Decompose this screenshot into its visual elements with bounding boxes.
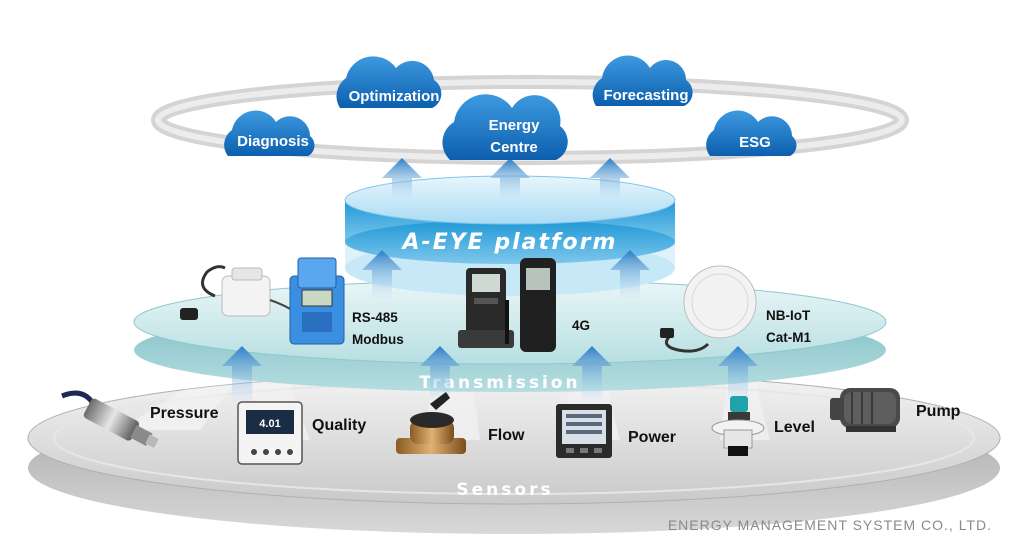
nbiot-label-2: Cat-M1 bbox=[766, 330, 811, 345]
arrow-icon bbox=[718, 346, 758, 400]
pump-label: Pump bbox=[916, 403, 961, 420]
arrow-icon bbox=[490, 158, 530, 200]
platform-title: A-EYE platform bbox=[401, 230, 618, 255]
cloud-optimization-label: Optimization bbox=[349, 88, 440, 105]
arrow-icon bbox=[420, 346, 460, 400]
cloud-diagnosis-label: Diagnosis bbox=[237, 133, 309, 150]
cloud-esg-label: ESG bbox=[739, 134, 771, 151]
sensors-tier-label: Sensors bbox=[456, 480, 553, 500]
cloud-energy-centre: Energy Centre bbox=[442, 94, 568, 160]
transmission-tier-label: Transmission bbox=[419, 373, 580, 393]
cloud-icon bbox=[592, 55, 693, 106]
flow-label: Flow bbox=[488, 427, 525, 444]
company-footer: ENERGY MANAGEMENT SYSTEM CO., LTD. bbox=[667, 517, 992, 533]
level-sensor-icon bbox=[711, 396, 765, 456]
cellular-device-icon bbox=[458, 258, 556, 352]
quality-display-value: 4.01 bbox=[259, 418, 280, 430]
upward-arrows bbox=[222, 158, 758, 400]
rs485-label-1: RS-485 bbox=[352, 310, 398, 325]
rs485-label-2: Modbus bbox=[352, 332, 404, 347]
rs485-device-icon bbox=[180, 257, 345, 345]
cloud-forecasting-label: Forecasting bbox=[603, 87, 688, 104]
cloud-esg: ESG bbox=[706, 110, 797, 156]
cloud-optimization: Optimization bbox=[336, 56, 442, 108]
nbiot-device-icon bbox=[660, 265, 757, 353]
cloud-energy-centre-label-1: Energy bbox=[489, 117, 541, 134]
cloud-icon bbox=[442, 94, 568, 160]
cloud-icon bbox=[706, 110, 797, 156]
arrow-icon bbox=[610, 250, 650, 298]
pressure-label: Pressure bbox=[150, 405, 219, 422]
cloud-icon bbox=[336, 56, 442, 108]
arrow-icon bbox=[362, 250, 402, 298]
arrow-icon bbox=[222, 346, 262, 400]
arrow-icon bbox=[382, 158, 422, 200]
pump-icon bbox=[830, 388, 900, 432]
nbiot-label-1: NB-IoT bbox=[766, 308, 811, 323]
cloud-energy-centre-label-2: Centre bbox=[490, 139, 538, 156]
quality-label: Quality bbox=[312, 417, 366, 434]
power-meter-icon bbox=[556, 404, 612, 458]
flow-meter-icon bbox=[396, 392, 466, 454]
cloud-icon bbox=[224, 110, 315, 156]
arrow-icon bbox=[590, 158, 630, 200]
arrow-icon bbox=[572, 346, 612, 400]
quality-sensor-icon: 4.01 bbox=[237, 401, 303, 465]
pressure-sensor-icon bbox=[61, 390, 159, 448]
cloud-forecasting: Forecasting bbox=[592, 55, 693, 106]
power-label: Power bbox=[628, 429, 676, 446]
cloud-diagnosis: Diagnosis bbox=[224, 110, 315, 156]
level-label: Level bbox=[774, 419, 815, 436]
cellular-label: 4G bbox=[572, 318, 590, 333]
